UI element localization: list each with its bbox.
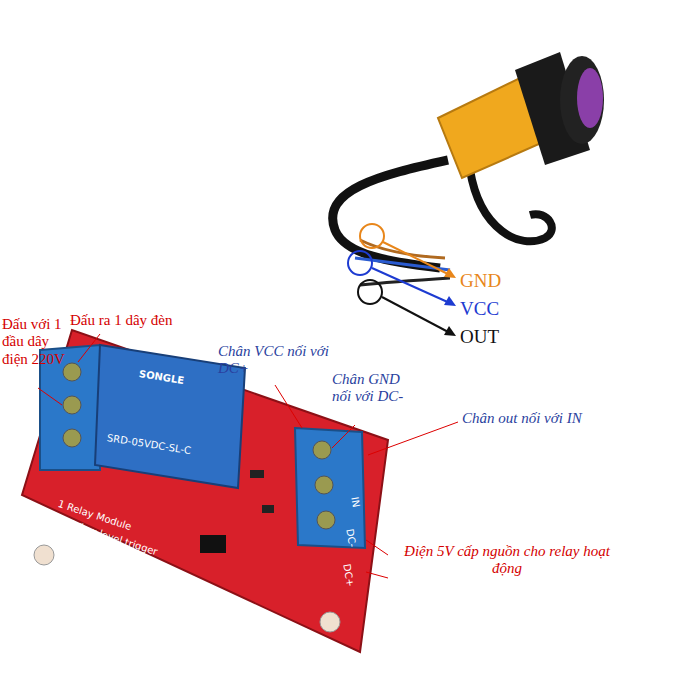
note-label: Đấu với 1 đầu dây điện 220V <box>2 316 68 368</box>
leader-line <box>275 385 302 428</box>
brown-wire <box>360 240 445 258</box>
note-label: Chân VCC nối với DC+ <box>218 343 336 378</box>
note-label: Đấu ra 1 dây đèn <box>70 312 172 329</box>
leader-line <box>78 334 100 362</box>
mount-hole <box>320 612 340 632</box>
mount-hole <box>34 545 54 565</box>
arrow-head <box>444 326 456 336</box>
terminal-screw <box>63 363 81 381</box>
sensor-lens <box>577 68 603 128</box>
callout-circle <box>358 280 382 304</box>
leader-line <box>382 297 452 334</box>
note-label: Chân GND nối với DC- <box>332 371 414 406</box>
terminal-block <box>295 428 365 548</box>
pin-label: IN <box>349 496 362 508</box>
callout-circle <box>348 251 372 275</box>
leader-line <box>366 572 388 578</box>
terminal-screw <box>63 396 81 414</box>
smd-part <box>262 505 274 513</box>
callout-circle <box>360 224 384 248</box>
sensor-head <box>560 56 604 144</box>
jumper <box>200 535 226 553</box>
wire-label: OUT <box>460 326 540 348</box>
terminal-screw <box>315 476 333 494</box>
wire-label: VCC <box>460 298 540 320</box>
leader-line <box>383 242 452 276</box>
leader-line <box>368 422 458 455</box>
leader-line <box>366 540 388 555</box>
leader-line <box>38 388 62 405</box>
sensor-cable <box>470 170 552 241</box>
sensor-cable <box>333 160 448 268</box>
arrow-head <box>444 268 456 278</box>
smd-part <box>250 470 264 478</box>
terminal-screw <box>313 441 331 459</box>
wire-label: GND <box>460 270 540 292</box>
arrow-head <box>444 296 456 306</box>
leader-line <box>332 425 355 448</box>
terminal-screw <box>63 429 81 447</box>
terminal-screw <box>317 511 335 529</box>
note-label: Điện 5V cấp nguồn cho relay hoạt động <box>392 543 622 578</box>
note-label: Chân out nối với IN <box>462 410 582 427</box>
